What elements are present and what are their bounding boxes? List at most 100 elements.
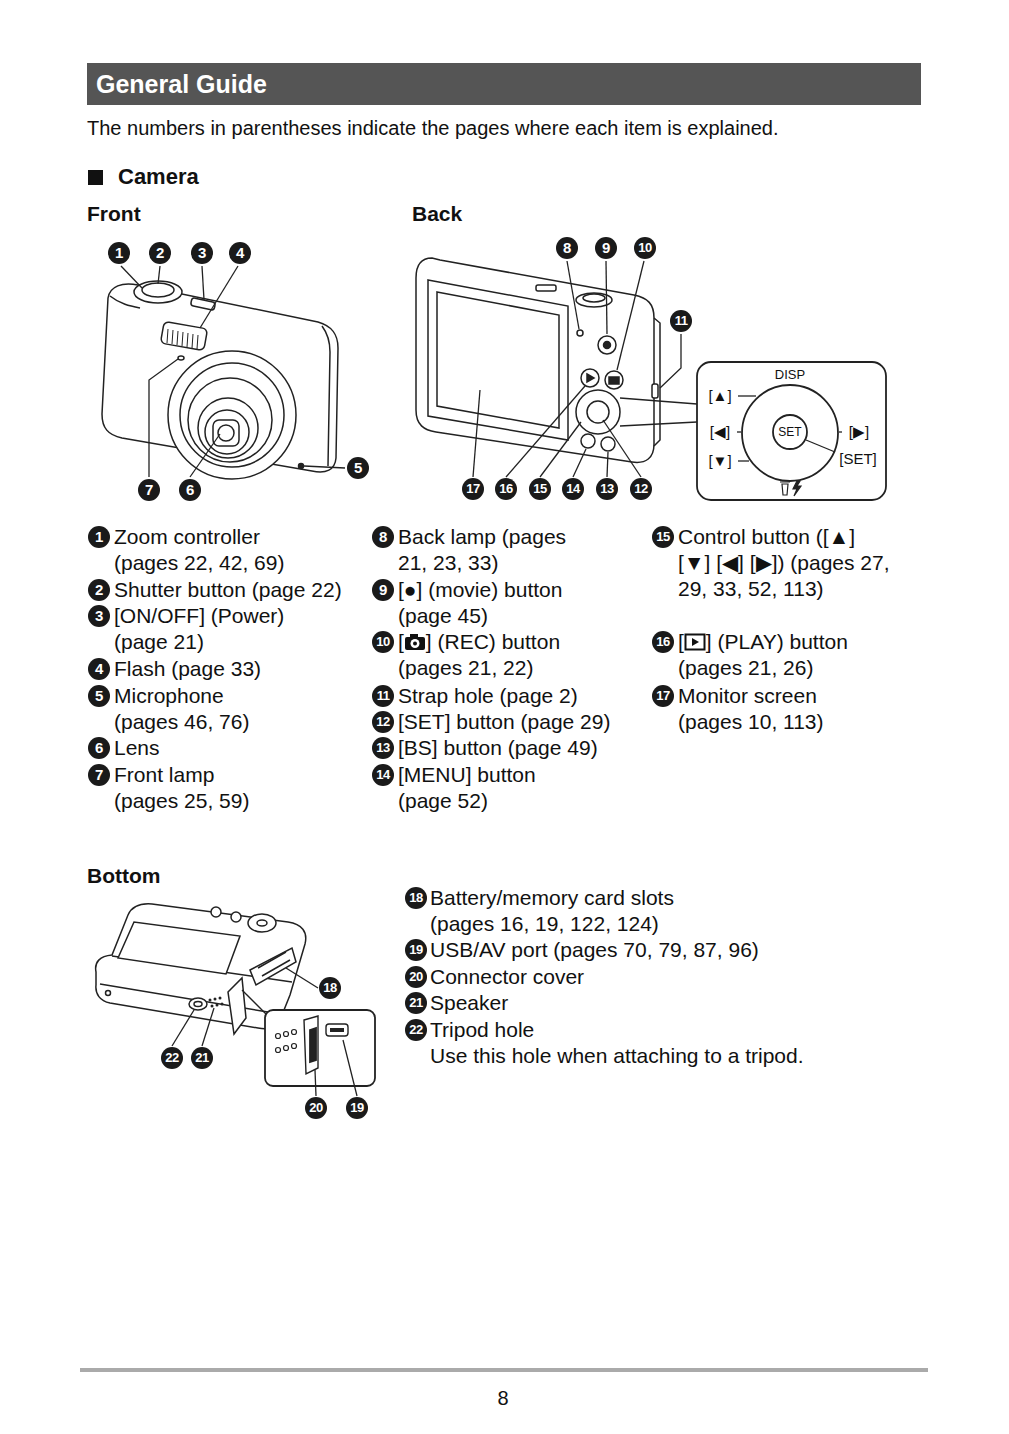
- leader-line: [121, 266, 142, 288]
- callout-number: 19: [405, 939, 427, 961]
- callout-number: 4: [88, 658, 110, 680]
- camera-front: [187, 333, 188, 347]
- item-text: Lens: [114, 735, 314, 761]
- camera-back: [605, 371, 623, 389]
- leader-line: [540, 422, 581, 477]
- icon-part: [685, 635, 704, 650]
- camera-bottom: [209, 997, 224, 1008]
- icon-part: [410, 634, 418, 638]
- camera-front: [198, 398, 258, 458]
- item-text: Battery/memory card slots (pages 16, 19,…: [430, 885, 720, 937]
- camera-back: [577, 330, 583, 336]
- port-inset: [330, 1028, 344, 1032]
- camera-bottom: [209, 999, 212, 1002]
- control-inset: [806, 440, 835, 452]
- camera-back: [587, 401, 609, 423]
- camera-front: [205, 410, 249, 454]
- callout-number: 22: [161, 1047, 183, 1069]
- item-text: Microphone (pages 46, 76): [114, 683, 264, 735]
- leader-line: [200, 266, 238, 328]
- item-text: Tripod hole: [430, 1017, 534, 1043]
- camera-front: [172, 330, 173, 344]
- camera-back: [598, 336, 616, 354]
- callout-number: 18: [319, 977, 341, 999]
- item-text-group: [] (REC) button (pages 21, 22): [398, 629, 598, 681]
- callout-number: 9: [595, 237, 617, 259]
- icon-part: [410, 639, 419, 648]
- camera-back: [576, 390, 620, 434]
- callout-number: 22: [405, 1019, 427, 1041]
- camera-bottom: [219, 997, 222, 1000]
- section-heading: Front: [87, 201, 141, 227]
- camera-back: [536, 285, 556, 291]
- camera-front: [178, 356, 184, 360]
- camera-front: [192, 334, 193, 348]
- port-inset: [284, 1046, 289, 1051]
- leader-line: [607, 452, 608, 477]
- item-text: [BS] button (page 49): [398, 735, 648, 761]
- callout-number: 6: [179, 479, 201, 501]
- callout-number: 13: [596, 478, 618, 500]
- port-inset: [292, 1030, 297, 1035]
- heading-square: [88, 170, 103, 185]
- key-label: [▲]: [708, 387, 731, 405]
- leader-line: [190, 434, 220, 477]
- port-inset: [242, 990, 266, 1014]
- callout-number: 21: [405, 992, 427, 1014]
- icon-part: [413, 642, 417, 646]
- leader-line: [473, 261, 697, 477]
- item-text: Flash (page 33): [114, 656, 354, 682]
- leader-line: [506, 386, 585, 477]
- control-inset: [697, 362, 886, 500]
- camera-bottom: [194, 1002, 202, 1007]
- item-text: [: [678, 630, 684, 653]
- leader-line: [620, 398, 697, 404]
- camera-back: [587, 374, 594, 382]
- callout-number: 8: [372, 526, 394, 548]
- port-inset: [265, 1010, 375, 1086]
- control-inset: [737, 431, 741, 432]
- item-text: Zoom controller (pages 22, 42, 69): [114, 524, 299, 576]
- control-inset: [839, 431, 842, 432]
- camera-back: [583, 294, 605, 302]
- camera-front: [142, 283, 174, 297]
- key-label: [▼]: [708, 452, 731, 470]
- callout-number: 9: [372, 579, 394, 601]
- port-inset: [242, 990, 375, 1086]
- camera-bottom: [231, 912, 241, 922]
- camera-bottom: [216, 1004, 219, 1007]
- callout-number: 19: [346, 1097, 368, 1119]
- callout-number: 16: [652, 631, 674, 653]
- leader-line: [172, 968, 357, 1096]
- control-inset: [738, 460, 749, 461]
- callout-number: 10: [634, 237, 656, 259]
- leader-line: [315, 1070, 316, 1096]
- control-inset: [793, 481, 801, 496]
- callout-number: 20: [405, 966, 427, 988]
- camera-back: [652, 384, 658, 398]
- key-label: [▶]: [849, 423, 869, 441]
- item-text: Use this hole when attaching to a tripod…: [430, 1043, 804, 1069]
- camera-front: [182, 332, 183, 346]
- callout-number: 17: [652, 685, 674, 707]
- camera-bottom: [106, 991, 111, 996]
- item-text: [: [398, 630, 404, 653]
- camera-bottom: [189, 998, 207, 1010]
- port-inset: [276, 1034, 281, 1039]
- leader-line: [286, 968, 318, 988]
- item-text: Strap hole (page 2): [398, 683, 638, 709]
- camera-bottom: [211, 1005, 214, 1008]
- port-inset: [284, 1032, 289, 1037]
- callout-number: 2: [88, 579, 110, 601]
- play-icon: [684, 633, 706, 651]
- item-text: Speaker: [430, 990, 508, 1016]
- camera-bottom: [250, 948, 296, 985]
- camera-back: [581, 434, 595, 448]
- camera-front: [213, 420, 239, 446]
- icon-part: [405, 637, 425, 650]
- leader-line: [620, 422, 697, 426]
- callout-number: 7: [138, 479, 160, 501]
- callout-number: 17: [462, 478, 484, 500]
- leader-line: [202, 266, 204, 300]
- camera-back: [609, 377, 619, 384]
